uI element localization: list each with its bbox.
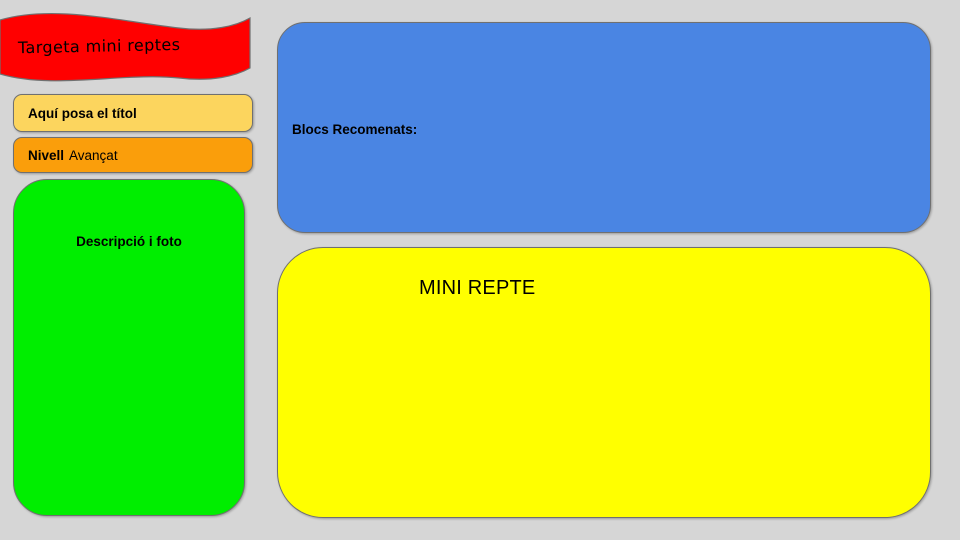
level-box[interactable]: Nivell Avançat xyxy=(13,137,253,173)
level-box-value: Avançat xyxy=(69,147,118,163)
mini-challenge-label: MINI REPTE xyxy=(419,277,536,299)
description-box-label: Descripció i foto xyxy=(76,234,182,249)
title-box[interactable]: Aquí posa el títol xyxy=(13,94,253,132)
mini-challenge-box[interactable]: MINI REPTE xyxy=(277,247,931,518)
level-box-label: Nivell xyxy=(28,147,65,163)
ribbon-banner[interactable]: Targeta mini reptes xyxy=(0,6,256,86)
title-box-label: Aquí posa el títol xyxy=(28,105,137,121)
recommended-blocks-label: Blocs Recomenats: xyxy=(292,122,418,137)
recommended-blocks-box[interactable]: Blocs Recomenats: xyxy=(277,22,931,233)
description-box[interactable]: Descripció i foto xyxy=(13,179,245,516)
ribbon-banner-shape xyxy=(0,12,251,82)
